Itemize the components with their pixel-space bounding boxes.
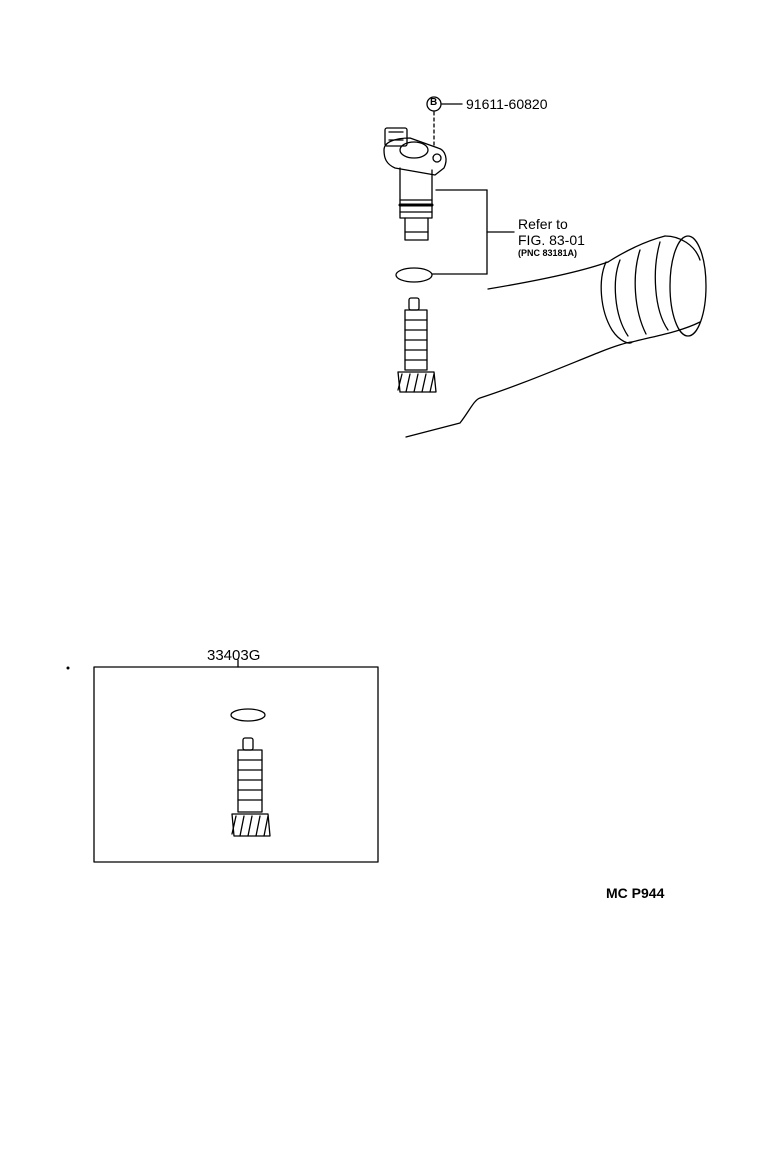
reference-bracket (431, 189, 515, 275)
o-ring-top (395, 267, 433, 283)
bolt-symbol-circle (426, 96, 442, 112)
transmission-housing (405, 235, 707, 438)
stray-dot (66, 666, 70, 670)
driven-gear-top (397, 297, 437, 393)
bolt-part-number: 91611-60820 (466, 96, 548, 112)
reference-line-1: Refer to (518, 216, 568, 232)
speed-sensor (383, 127, 447, 241)
o-ring-kit (230, 708, 266, 722)
bolt-symbol-letter: B (430, 97, 438, 108)
kit-part-number: 33403G (207, 647, 261, 664)
reference-line-2: FIG. 83-01 (518, 232, 585, 248)
driven-gear-kit (231, 737, 271, 837)
kit-box (93, 666, 379, 863)
illustration-code: MC P944 (606, 885, 665, 901)
reference-line-3: (PNC 83181A) (518, 248, 578, 258)
